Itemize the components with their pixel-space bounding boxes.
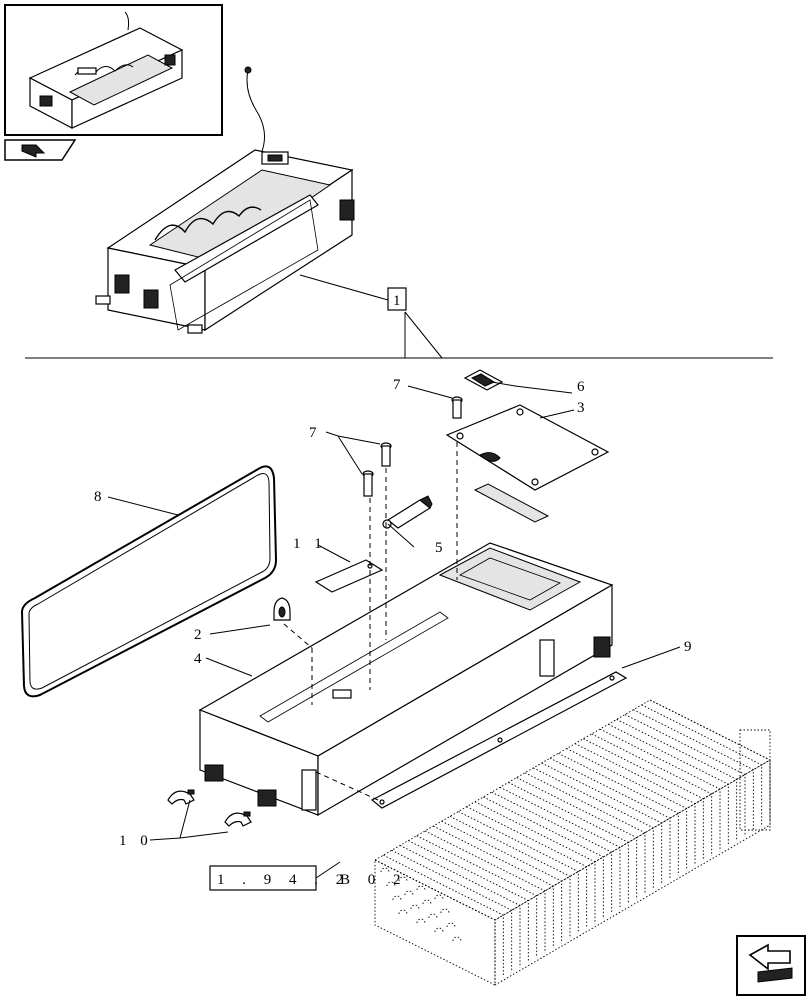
core-fin <box>424 830 546 953</box>
core-tube <box>434 894 444 900</box>
core-fin <box>558 752 679 876</box>
callout-1: 1 <box>387 287 443 359</box>
core-fin <box>466 806 588 929</box>
callout-7-top: 7 <box>393 377 406 393</box>
callout-4: 4 <box>194 651 207 667</box>
core-fin <box>549 757 671 881</box>
core-fin <box>608 723 729 847</box>
part-9-bracket <box>370 671 628 809</box>
core-tube <box>398 876 408 882</box>
core-tube <box>428 913 438 919</box>
svg-text:1: 1 <box>393 293 406 309</box>
core-fin <box>391 849 513 973</box>
seal-strip <box>473 483 550 523</box>
core-fin <box>616 718 738 842</box>
core-fin <box>574 743 696 866</box>
core-tube <box>416 918 426 924</box>
core-fin <box>566 748 688 871</box>
core-fin <box>491 791 613 915</box>
core-tube <box>410 904 420 910</box>
callout-7: 7 <box>309 425 322 441</box>
core-fin <box>458 811 579 934</box>
part-6-clip <box>463 369 504 391</box>
part-4-housing <box>198 542 614 817</box>
core-fin <box>374 859 496 982</box>
heater-core <box>374 699 771 986</box>
core-fin <box>399 845 521 968</box>
core-tube <box>422 899 432 905</box>
core-fin <box>441 820 563 944</box>
core-tube <box>440 908 450 914</box>
core-fin <box>383 854 504 978</box>
leader-lines <box>107 381 681 879</box>
next-page-arrow-icon[interactable] <box>736 935 806 996</box>
core-tube <box>404 890 414 896</box>
callout-2: 2 <box>194 627 207 643</box>
core-fin <box>499 786 621 910</box>
core-fin <box>483 796 604 919</box>
core-fin <box>649 699 771 822</box>
reference-link[interactable]: 1 . 9 4 . 2 B 0 2 <box>209 865 408 891</box>
reference-code: 1 . 9 4 . 2 <box>217 872 350 888</box>
part-5-sensor <box>382 495 433 529</box>
callout-3: 3 <box>577 400 590 416</box>
core-fin <box>433 825 554 949</box>
core-tube <box>392 895 402 901</box>
core-tube <box>380 867 390 873</box>
part-2-grommet <box>273 597 291 621</box>
part-8-gasket <box>20 465 278 698</box>
thumbnail-view[interactable] <box>4 4 223 136</box>
core-fin <box>583 738 704 861</box>
part-3-cover-plate <box>445 404 610 491</box>
core-tube <box>398 909 408 915</box>
core-tube <box>452 936 462 942</box>
core-tube <box>446 922 456 928</box>
core-fin <box>591 733 713 856</box>
core-tube <box>434 927 444 933</box>
callout-5: 5 <box>435 540 448 556</box>
core-fin <box>516 777 638 900</box>
heater-assembly <box>95 66 389 334</box>
core-fin <box>449 815 571 939</box>
callout-6: 6 <box>577 379 590 395</box>
core-fin <box>633 709 754 832</box>
section-marker-icon <box>4 139 77 161</box>
part-11-plate <box>314 559 384 593</box>
callout-10: 1 0 <box>119 833 153 849</box>
callout-8: 8 <box>94 489 107 505</box>
core-fin <box>599 728 721 852</box>
callout-11: 1 1 <box>293 536 327 552</box>
assembly-dash-lines <box>283 442 458 801</box>
core-fin <box>408 840 529 963</box>
core-fin <box>541 762 663 886</box>
part-10-clips <box>167 789 252 827</box>
callout-9: 9 <box>684 639 697 655</box>
core-fin <box>533 767 654 890</box>
core-tube <box>386 881 396 887</box>
core-fin <box>416 835 538 958</box>
core-fin <box>508 782 629 905</box>
core-fin <box>524 772 646 895</box>
core-tube <box>416 885 426 891</box>
core-fin <box>474 801 596 924</box>
reference-suffix: B 0 2 <box>340 872 408 888</box>
part-7-screws <box>362 396 463 497</box>
core-fin <box>641 704 763 827</box>
core-fin <box>624 714 746 837</box>
